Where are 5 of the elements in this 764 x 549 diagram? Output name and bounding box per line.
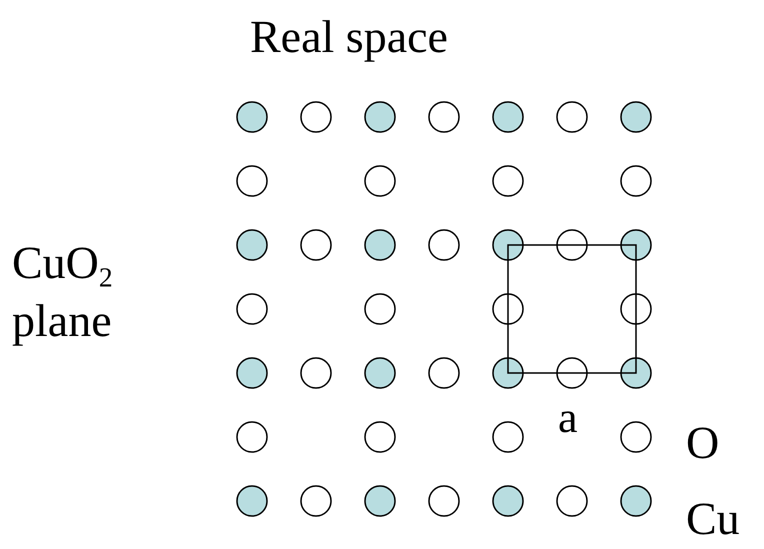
title: Real space — [250, 12, 448, 63]
oxygen-label: O — [686, 416, 720, 470]
plane-label: CuO$_{2}$ plane — [12, 236, 114, 348]
copper-label: Cu — [686, 492, 741, 546]
lattice-constant-label: a — [558, 392, 579, 444]
